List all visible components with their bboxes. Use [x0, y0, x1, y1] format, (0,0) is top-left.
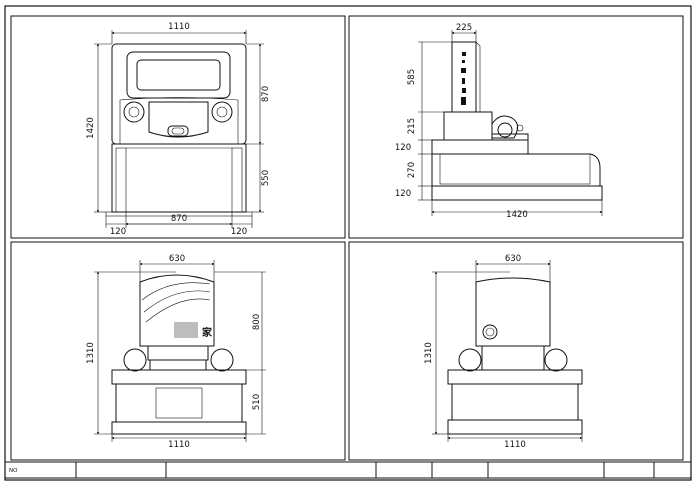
dim-front-height-lower: 550	[261, 170, 271, 186]
rear-left-blurred-name	[174, 322, 198, 338]
rear-left-family-glyph: 家	[202, 326, 213, 339]
panel-front-frame	[10, 15, 346, 239]
dim-front-height-total: 1420	[86, 117, 96, 139]
rear-right-crest	[482, 324, 498, 340]
dim-side-width-total: 1420	[506, 210, 528, 220]
front-base	[111, 143, 247, 213]
panel-rear-right-frame	[348, 241, 684, 461]
dim-front-height-upper: 870	[261, 86, 271, 102]
dim-rear-left-height-total: 1310	[86, 342, 96, 364]
panel-front-view: 1110 1420 870 550 870 120 120	[10, 15, 346, 239]
dim-rear-right-width-top: 630	[505, 254, 521, 264]
dim-side-height-step1: 120	[395, 143, 411, 153]
dim-side-height-step2: 120	[395, 189, 411, 199]
panel-rear-left-view: 家 630 1310 800 510 1110	[10, 241, 346, 461]
dim-side-height-base: 270	[407, 162, 417, 178]
rear-right-tablet	[475, 277, 551, 347]
front-right-ornament	[211, 101, 233, 123]
panel-side-view: 225 585 215 120 270 120 1420	[348, 15, 684, 239]
dim-front-width-top: 1110	[168, 22, 190, 32]
dim-front-width-inner: 870	[171, 214, 187, 224]
dim-side-width-top: 225	[456, 23, 472, 33]
panel-rear-left-frame	[10, 241, 346, 461]
dim-rear-left-height-upper: 800	[252, 314, 262, 330]
dim-side-height-body: 215	[407, 118, 417, 134]
dim-rear-right-width-base: 1110	[504, 440, 526, 450]
rear-left-front-panel	[155, 387, 203, 419]
dim-side-height-tablet: 585	[407, 69, 417, 85]
panel-side-frame	[348, 15, 684, 239]
front-left-ornament	[123, 101, 145, 123]
title-block: NO	[4, 461, 692, 479]
side-inscription	[461, 52, 466, 105]
dim-front-side-left: 120	[110, 227, 126, 237]
front-incense-holder	[167, 125, 189, 137]
dim-front-side-right: 120	[231, 227, 247, 237]
front-tablet	[111, 43, 247, 145]
sheet-border	[4, 5, 692, 481]
dim-rear-left-width-top: 630	[169, 254, 185, 264]
rear-left-ornament-left	[123, 348, 147, 372]
dim-rear-left-height-lower: 510	[252, 394, 262, 410]
dim-rear-left-width-base: 1110	[168, 440, 190, 450]
panel-rear-right-view: 630 1310 1110	[348, 241, 684, 461]
dim-rear-right-height-total: 1310	[424, 342, 434, 364]
title-block-no-label: NO	[9, 468, 18, 474]
rear-left-ornament-right	[210, 348, 234, 372]
